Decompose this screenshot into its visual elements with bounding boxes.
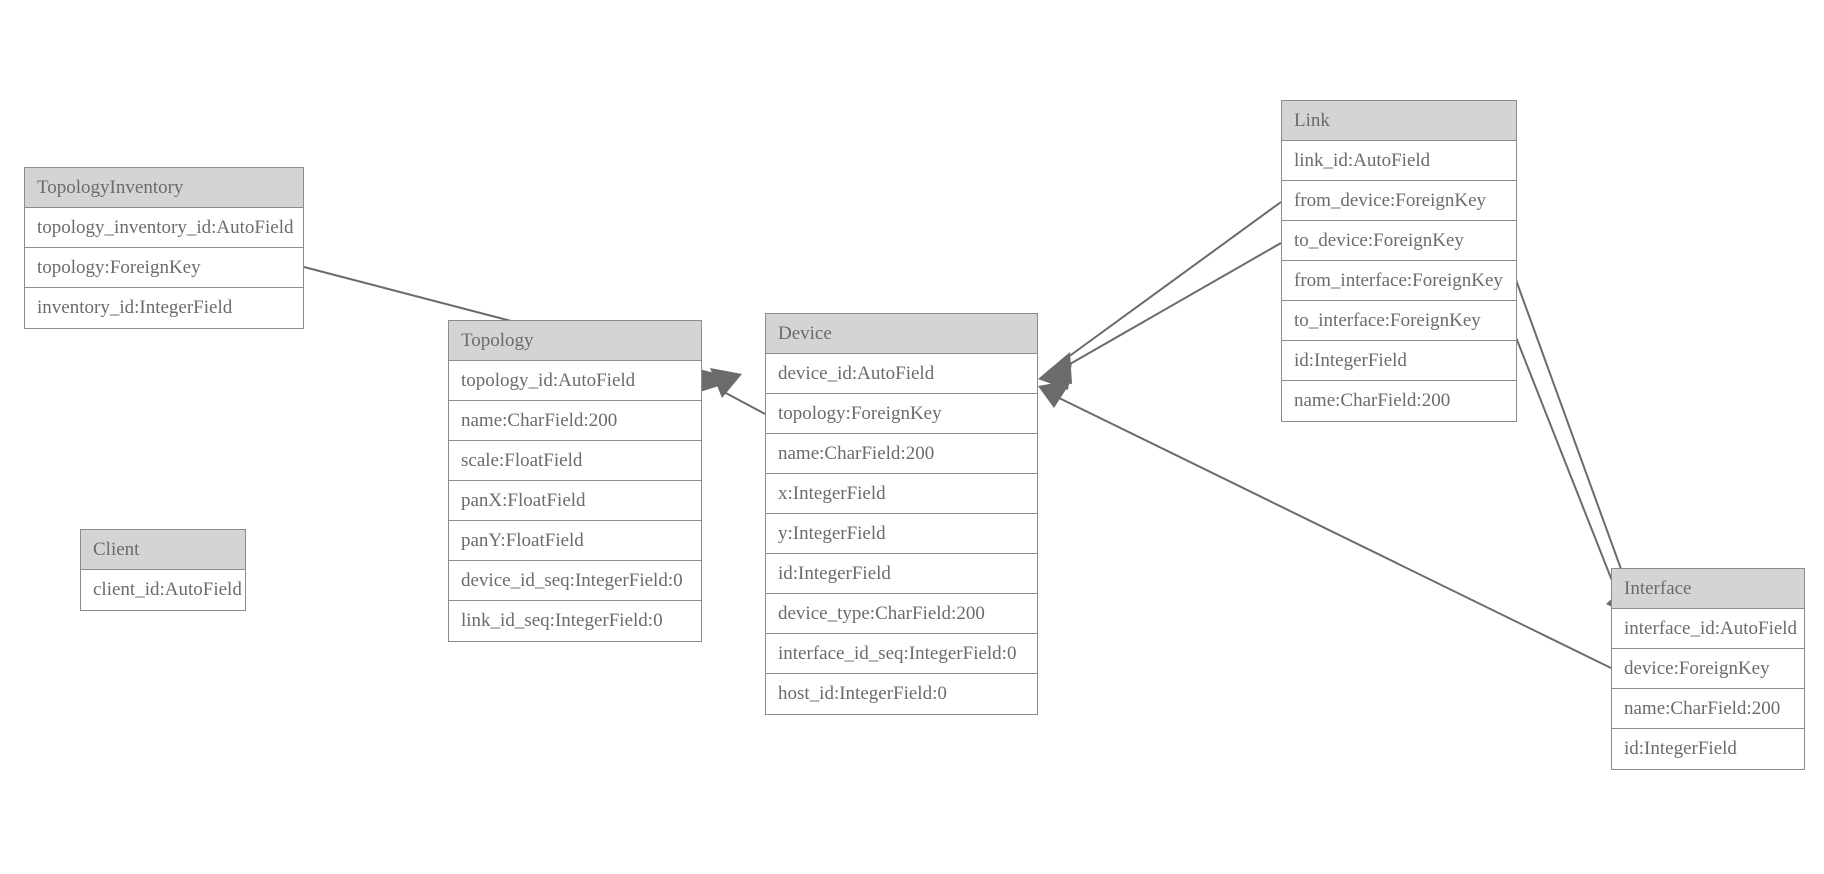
entity-field-topology-topology-id: topology_id:AutoField [449, 361, 701, 401]
entity-field-link-to-device: to_device:ForeignKey [1282, 221, 1516, 261]
entity-field-client-client-id: client_id:AutoField [81, 570, 245, 610]
entity-field-topology-device-id-seq: device_id_seq:IntegerField:0 [449, 561, 701, 601]
entity-field-device-topology: topology:ForeignKey [766, 394, 1037, 434]
edge-interface-device-to-device [1038, 380, 1612, 669]
entity-field-topology-panx: panX:FloatField [449, 481, 701, 521]
entity-title-topology: Topology [449, 321, 701, 361]
entity-field-topology-inventory-topology: topology:ForeignKey [25, 248, 303, 288]
entity-field-topology-inventory-inventory-id: inventory_id:IntegerField [25, 288, 303, 328]
entity-title-topology-inventory: TopologyInventory [25, 168, 303, 208]
entity-field-link-name: name:CharField:200 [1282, 381, 1516, 421]
entity-field-topology-scale: scale:FloatField [449, 441, 701, 481]
entity-field-link-from-device: from_device:ForeignKey [1282, 181, 1516, 221]
entity-field-device-device-id: device_id:AutoField [766, 354, 1037, 394]
entity-field-device-device-type: device_type:CharField:200 [766, 594, 1037, 634]
edge-link-to-device-to-device [1038, 242, 1282, 390]
edge-device-to-topology [710, 368, 766, 415]
edge-link-from-device-to-device [1038, 201, 1282, 384]
entity-field-interface-device: device:ForeignKey [1612, 649, 1804, 689]
entity-field-device-host-id: host_id:IntegerField:0 [766, 674, 1037, 714]
entity-title-client: Client [81, 530, 245, 570]
entity-field-device-y: y:IntegerField [766, 514, 1037, 554]
entity-device[interactable]: Device device_id:AutoField topology:Fore… [765, 313, 1038, 715]
entity-field-device-name: name:CharField:200 [766, 434, 1037, 474]
entity-field-topology-inventory-id: topology_inventory_id:AutoField [25, 208, 303, 248]
entity-field-topology-link-id-seq: link_id_seq:IntegerField:0 [449, 601, 701, 641]
entity-field-interface-id: id:IntegerField [1612, 729, 1804, 769]
entity-field-link-to-interface: to_interface:ForeignKey [1282, 301, 1516, 341]
entity-field-topology-pany: panY:FloatField [449, 521, 701, 561]
entity-title-link: Link [1282, 101, 1516, 141]
entity-field-topology-name: name:CharField:200 [449, 401, 701, 441]
entity-field-device-interface-id-seq: interface_id_seq:IntegerField:0 [766, 634, 1037, 674]
entity-client[interactable]: Client client_id:AutoField [80, 529, 246, 611]
entity-field-link-link-id: link_id:AutoField [1282, 141, 1516, 181]
entity-field-link-id: id:IntegerField [1282, 341, 1516, 381]
entity-topology-inventory[interactable]: TopologyInventory topology_inventory_id:… [24, 167, 304, 329]
entity-title-device: Device [766, 314, 1037, 354]
entity-field-interface-name: name:CharField:200 [1612, 689, 1804, 729]
entity-field-device-x: x:IntegerField [766, 474, 1037, 514]
entity-link[interactable]: Link link_id:AutoField from_device:Forei… [1281, 100, 1517, 422]
entity-interface[interactable]: Interface interface_id:AutoField device:… [1611, 568, 1805, 770]
entity-topology[interactable]: Topology topology_id:AutoField name:Char… [448, 320, 702, 642]
entity-title-interface: Interface [1612, 569, 1804, 609]
entity-field-device-id: id:IntegerField [766, 554, 1037, 594]
entity-field-interface-interface-id: interface_id:AutoField [1612, 609, 1804, 649]
entity-field-link-from-interface: from_interface:ForeignKey [1282, 261, 1516, 301]
